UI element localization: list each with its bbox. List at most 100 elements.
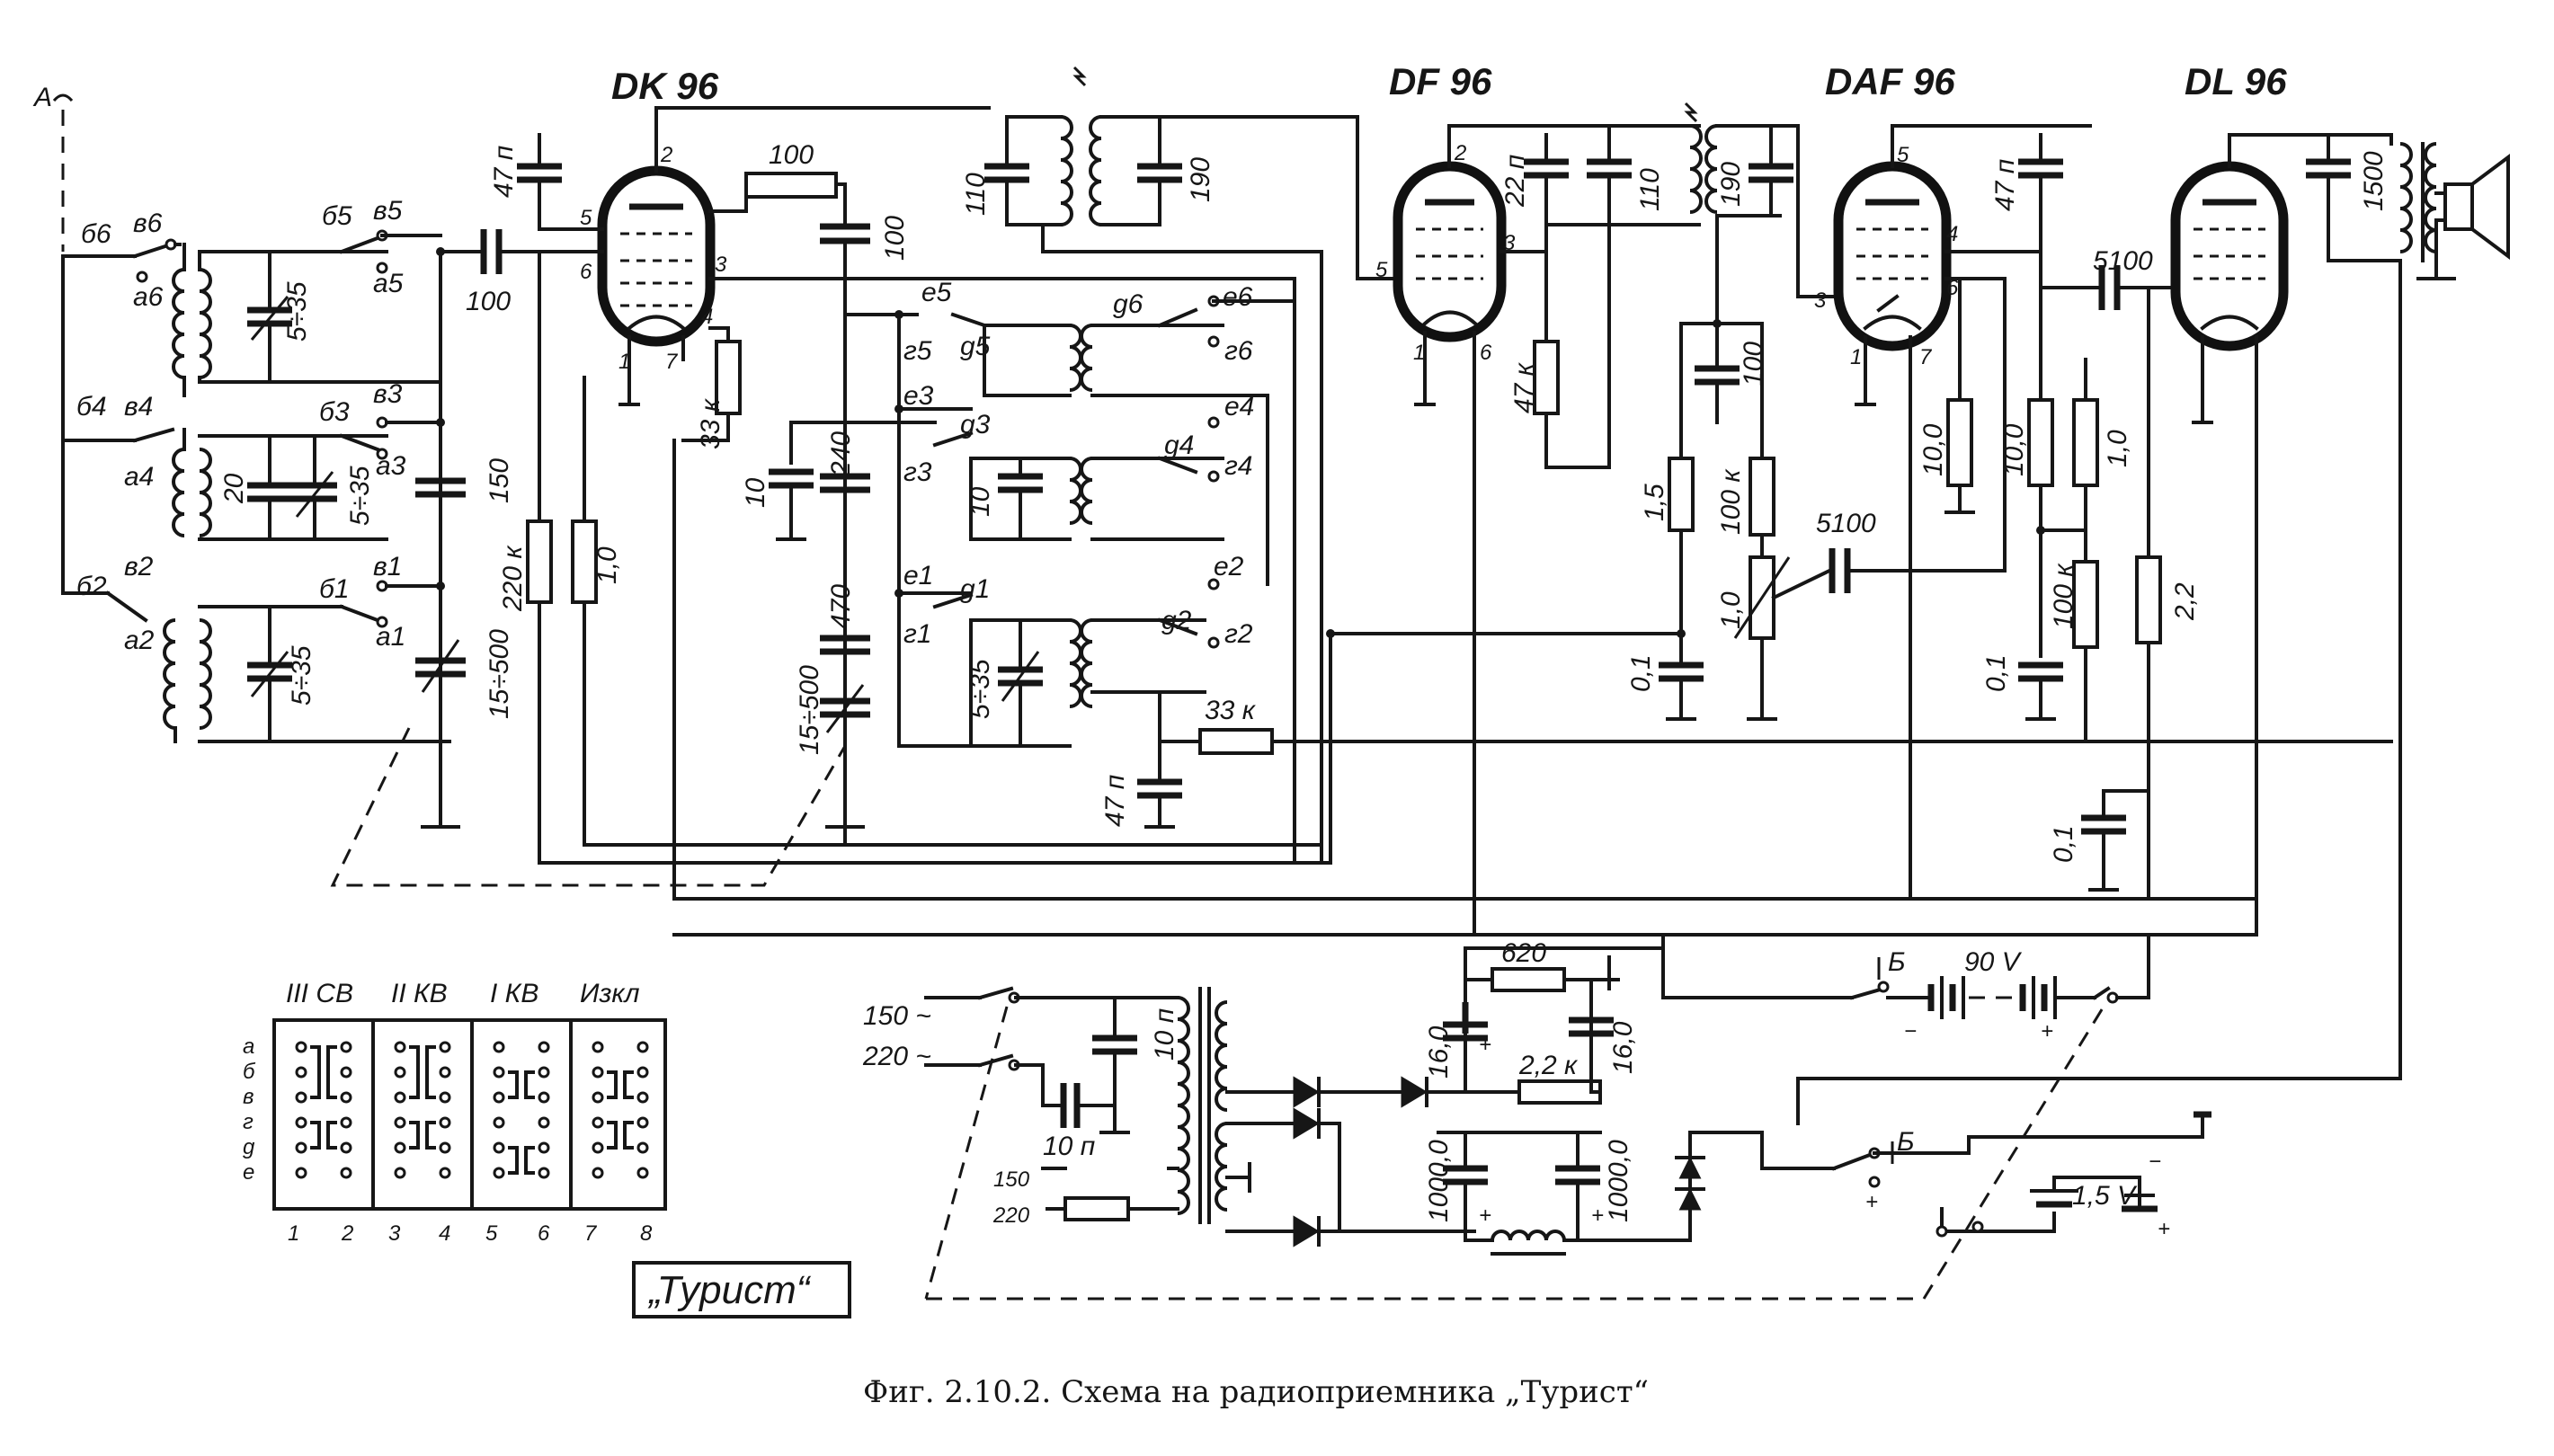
tube-label-df96: DF 96 (1389, 60, 1492, 102)
res-33k-b: 33 к (1205, 696, 1257, 725)
oscillator-section: 10 240 470 15÷500 е5 г5 g5 е3 г3 g3 е1 г… (741, 277, 2393, 865)
label-b2: б2 (76, 572, 107, 601)
res-1-0-b: 1,0 (2103, 430, 2132, 467)
cap-470: 470 (826, 584, 856, 629)
col-num-2: 2 (341, 1221, 353, 1246)
cap-47n-c: 47 п (1990, 159, 2020, 211)
label-g4: g4 (1164, 431, 1194, 460)
cap-0-1c: 0,1 (2049, 825, 2078, 863)
gang-link-tuning (330, 727, 847, 887)
contact-point (493, 1091, 505, 1104)
contact-point (340, 1066, 352, 1079)
cap-47n: 47 п (489, 146, 519, 198)
contact-point (636, 1041, 649, 1053)
contact-point (394, 1141, 406, 1154)
cap-190a: 190 (1186, 157, 1215, 202)
pot-1-0: 1,0 (1716, 591, 1746, 629)
label-g3: g3 (960, 410, 991, 439)
contact-point (295, 1116, 307, 1129)
contact-bridge (425, 1045, 436, 1099)
col-num-3: 3 (388, 1221, 401, 1246)
dk96-pin7: 7 (665, 350, 679, 374)
tap-150-label: 150 (993, 1167, 1030, 1192)
contact-point (439, 1091, 451, 1104)
col-num-7: 7 (584, 1221, 598, 1246)
res-100: 100 (769, 140, 814, 170)
res-100k-a: 100 к (1716, 468, 1746, 535)
contact-point (340, 1041, 352, 1053)
daf96-pin5: 5 (1897, 143, 1909, 167)
section-switches: б5 в5 а5 б3 в3 а3 б1 в1 а1 (319, 196, 406, 652)
contact-bridge (607, 1070, 618, 1099)
contact-point (439, 1041, 451, 1053)
cap-1000-a: 1000,0 (1424, 1140, 1454, 1222)
plus-sign-4: + (1865, 1190, 1878, 1214)
contact-point (592, 1041, 604, 1053)
if-transformer-1: 110 190 (961, 66, 1400, 865)
cap-16-a: 16,0 (1424, 1025, 1454, 1079)
label-z4: г4 (1224, 451, 1252, 481)
col-num-6: 6 (538, 1221, 550, 1246)
contact-bridge (409, 1045, 420, 1099)
dl96-stage: DL 96 1500 (2170, 60, 2510, 1080)
contact-point (439, 1116, 451, 1129)
label-a4: а4 (124, 462, 154, 492)
antenna-icon (52, 93, 74, 102)
daf96-pin3: 3 (1814, 289, 1827, 313)
contact-bridge (524, 1070, 535, 1099)
df96-pin5: 5 (1375, 258, 1388, 282)
label-e6: е6 (1223, 282, 1253, 312)
df96-pin6: 6 (1480, 341, 1492, 365)
contact-point (538, 1167, 550, 1179)
contact-point (295, 1041, 307, 1053)
contact-dots (295, 1041, 649, 1179)
switch-b-label-2: Б (1897, 1127, 1915, 1157)
contact-bridge (310, 1121, 321, 1150)
contact-point (592, 1116, 604, 1129)
switch-position-table: III СВ II КВ I КВ Изкл а б в г g е 1 2 3… (243, 979, 667, 1246)
tube-label-dk96: DK 96 (611, 65, 719, 107)
input-coils (163, 243, 212, 730)
res-620: 620 (1501, 938, 1546, 968)
cap-10b: 10 (966, 486, 995, 517)
cap-150: 150 (485, 458, 514, 503)
cap-100: 100 (880, 216, 910, 261)
cap-240: 240 (826, 431, 856, 477)
dk96-pin5: 5 (580, 206, 592, 230)
contact-point (493, 1116, 505, 1129)
trim-5-35-b: 5÷35 (345, 466, 375, 526)
cap-110b: 110 (1635, 168, 1665, 211)
contact-point (394, 1167, 406, 1179)
col-num-4: 4 (439, 1221, 450, 1246)
row-letter-d: g (243, 1135, 255, 1159)
contact-point (295, 1167, 307, 1179)
label-v2: в2 (124, 552, 154, 582)
df96-pin3: 3 (1503, 231, 1516, 255)
daf96-pin6: 6 (1946, 276, 1959, 300)
contact-point (636, 1066, 649, 1079)
cap-20: 20 (219, 473, 249, 504)
contact-point (295, 1091, 307, 1104)
label-g1: g1 (960, 574, 990, 604)
label-e3: е3 (903, 381, 934, 411)
label-e2: е2 (1214, 552, 1244, 582)
contact-point (340, 1141, 352, 1154)
contact-point (636, 1141, 649, 1154)
contact-bridge (310, 1045, 321, 1099)
row-letter-e: е (243, 1160, 254, 1185)
dk96-stage: DK 96 2 5 6 3 4 1 7 100 47 п (439, 65, 1296, 865)
contact-point (394, 1116, 406, 1129)
table-header-3: Изкл (580, 979, 640, 1008)
plus-sign-6: + (2041, 1019, 2053, 1043)
table-header-0: III СВ (286, 979, 353, 1008)
label-v6: в6 (133, 209, 163, 238)
cap-16-b: 16,0 (1608, 1021, 1638, 1074)
antenna-input-section: A б6 в6 а6 б4 в4 а4 б2 в2 а2 (32, 83, 514, 829)
label-b1: б1 (319, 574, 350, 604)
contact-point (592, 1167, 604, 1179)
contact-point (538, 1116, 550, 1129)
trimmer-caps: 5÷35 20 5÷35 5÷35 (219, 250, 375, 743)
contact-point (636, 1167, 649, 1179)
cap-110a: 110 (961, 173, 991, 216)
label-v5: в5 (373, 196, 403, 226)
